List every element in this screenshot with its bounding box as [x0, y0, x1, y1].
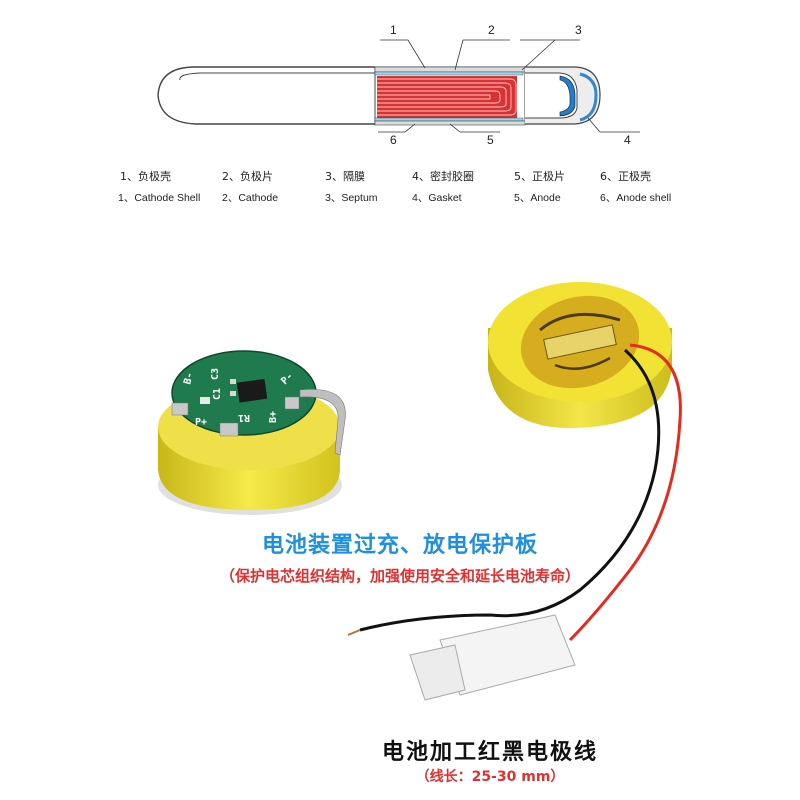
black-wire — [359, 348, 661, 632]
callout-1: 1 — [390, 23, 397, 37]
electrode-winding-lines — [377, 78, 517, 116]
electrode-wire-subtitle: （线长：25-30 mm） — [415, 769, 565, 785]
electrode-wire-title: 电池加工红黑电极线 — [381, 740, 598, 765]
electrode-coil — [377, 76, 517, 118]
pcb-chip — [236, 378, 268, 403]
pcb-label-b-plus: B+ — [268, 411, 279, 423]
callout-lines — [378, 39, 640, 133]
pcb-pad-left — [171, 402, 189, 416]
pcb-label-b-minus: B- — [182, 371, 196, 385]
metal-tab — [299, 389, 346, 456]
legend-en-1: 1、Cathode Shell — [118, 192, 201, 204]
callout-5: 5 — [487, 133, 494, 147]
pcb-label-c3: C3 — [210, 368, 221, 380]
legend-en-3: 3、Septum — [325, 192, 378, 204]
legend-zh-2: 2、负极片 — [222, 170, 273, 183]
inner-shell-outline — [179, 72, 375, 81]
outer-shell-outline — [157, 66, 375, 125]
battery-with-wires-photo — [347, 282, 682, 701]
red-wire — [568, 343, 682, 642]
battery-with-pcb-photo: B- C3 C1 R1 B+ P+ P- — [158, 350, 346, 515]
legend-zh-1: 1、负极壳 — [120, 170, 171, 183]
solder-tab — [543, 324, 617, 360]
callout-6: 6 — [390, 133, 397, 147]
gasket — [559, 75, 576, 117]
callout-2: 2 — [488, 23, 495, 37]
pcb-label-r1: R1 — [238, 412, 250, 423]
pcb-label-c1: C1 — [212, 388, 223, 400]
cathode-layer — [374, 71, 524, 76]
battery-cross-section — [157, 39, 640, 133]
legend-en-6: 6、Anode shell — [600, 192, 672, 204]
anode-layer — [374, 117, 524, 122]
legend-en-5: 5、Anode — [514, 192, 561, 204]
legend-zh-4: 4、密封胶圈 — [412, 170, 474, 183]
protection-board-subtitle: （保护电芯组织结构，加强使用安全和延长电池寿命） — [219, 567, 580, 585]
pcb-pad-right — [284, 396, 300, 410]
legend-en-2: 2、Cathode — [222, 192, 279, 204]
legend-zh-6: 6、正极壳 — [600, 170, 651, 183]
legend-zh-5: 5、正极片 — [514, 170, 565, 183]
protection-board-title: 电池装置过充、放电保护板 — [261, 533, 538, 558]
callout-4: 4 — [624, 133, 631, 147]
pcb-label-p-plus: P+ — [195, 417, 207, 428]
callout-3: 3 — [575, 23, 582, 37]
legend-en-4: 4、Gasket — [412, 192, 462, 204]
pcb-pad-bottom — [219, 422, 239, 437]
legend-zh-3: 3、隔膜 — [325, 170, 365, 183]
cathode-shell-layer — [374, 66, 526, 73]
